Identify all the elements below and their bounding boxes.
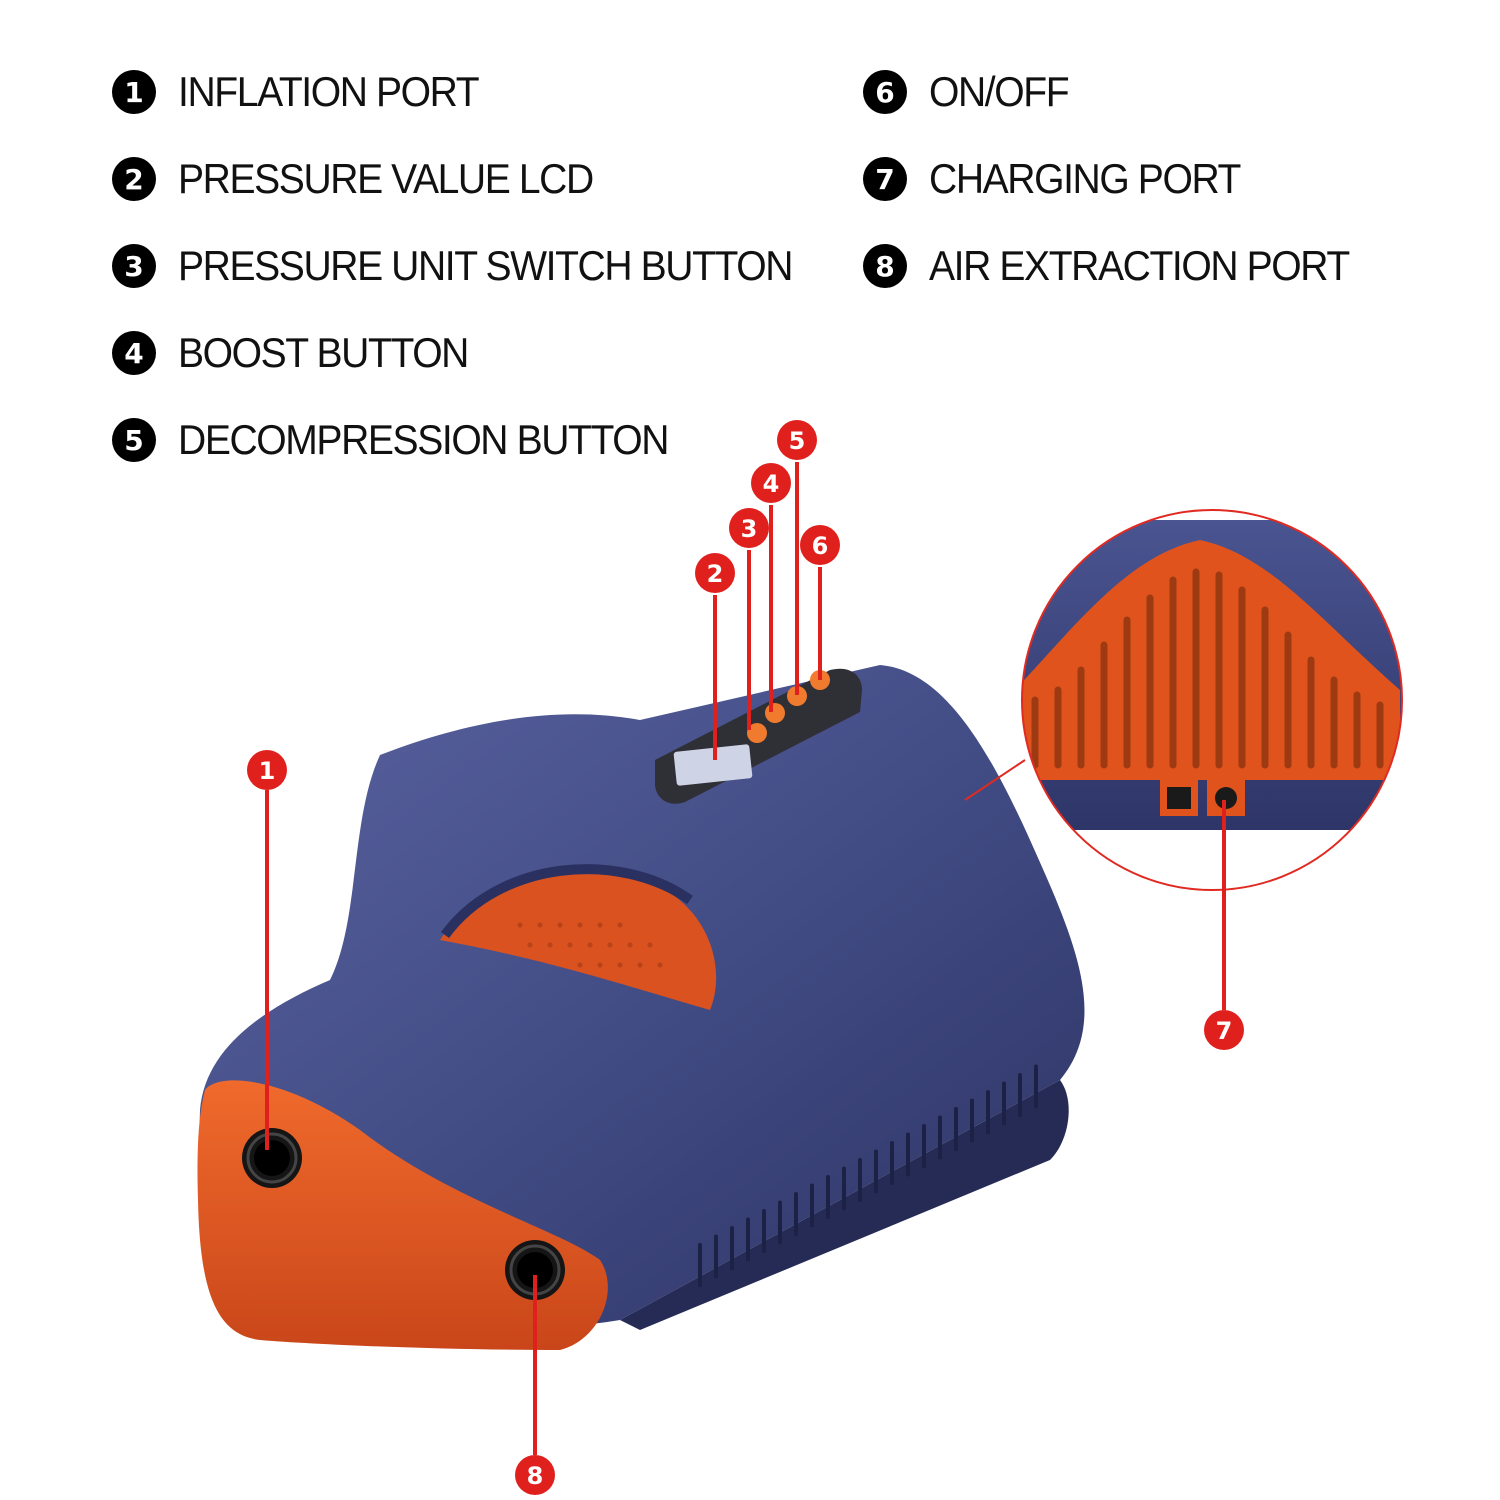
legend-item-decompression: 5 DECOMPRESSION BUTTON: [112, 416, 705, 464]
legend-item-air-extraction: 8 AIR EXTRACTION PORT: [863, 242, 1380, 290]
svg-text:1: 1: [259, 757, 276, 785]
callout-marker-5: 5: [777, 420, 817, 460]
boost-button[interactable]: [765, 703, 785, 723]
legend-badge-1: 1: [112, 70, 156, 114]
legend-item-inflation-port: 1 INFLATION PORT: [112, 68, 501, 116]
legend-label-decompression: DECOMPRESSION BUTTON: [178, 416, 669, 463]
legend-badge-2: 2: [112, 157, 156, 201]
legend-item-on-off: 6 ON/OFF: [863, 68, 1079, 116]
side-vents: [698, 1064, 1038, 1287]
legend-badge-3: 3: [112, 244, 156, 288]
svg-text:2: 2: [707, 560, 724, 588]
svg-text:4: 4: [763, 470, 780, 498]
callout-marker-2: 2: [695, 553, 735, 593]
svg-text:8: 8: [527, 1462, 544, 1490]
air-extraction-port[interactable]: [505, 1240, 565, 1300]
handle-recess: [440, 864, 717, 1010]
callout-marker-6: 6: [800, 525, 840, 565]
callout-marker-7: 7: [1204, 1010, 1244, 1050]
unit-switch-button[interactable]: [747, 723, 767, 743]
legend-item-boost: 4 BOOST BUTTON: [112, 329, 490, 377]
svg-text:7: 7: [1216, 1017, 1233, 1045]
callout-marker-8: 8: [515, 1455, 555, 1495]
legend-item-charging-port: 7 CHARGING PORT: [863, 155, 1263, 203]
legend-badge-4: 4: [112, 331, 156, 375]
legend-label-inflation-port: INFLATION PORT: [178, 68, 480, 115]
legend-label-pressure-lcd: PRESSURE VALUE LCD: [178, 155, 594, 202]
callout-lines: [265, 462, 1226, 1455]
legend-label-air-extraction: AIR EXTRACTION PORT: [929, 242, 1350, 289]
lcd-display: [673, 744, 753, 786]
front-face: [197, 1080, 608, 1350]
callout-marker-4: 4: [751, 463, 791, 503]
legend-label-boost: BOOST BUTTON: [178, 329, 469, 376]
legend-item-unit-switch: 3 PRESSURE UNIT SWITCH BUTTON: [112, 242, 838, 290]
legend-label-charging-port: CHARGING PORT: [929, 155, 1241, 202]
legend-badge-5: 5: [112, 418, 156, 462]
callout-marker-1: 1: [247, 750, 287, 790]
decompression-button[interactable]: [787, 686, 807, 706]
legend-label-unit-switch: PRESSURE UNIT SWITCH BUTTON: [178, 242, 794, 289]
legend-badge-6: 6: [863, 70, 907, 114]
legend-item-pressure-lcd: 2 PRESSURE VALUE LCD: [112, 155, 624, 203]
zoom-detail: [964, 509, 1403, 891]
callout-marker-3: 3: [729, 508, 769, 548]
feature-legend: 1 INFLATION PORT 2 PRESSURE VALUE LCD 3 …: [0, 0, 1500, 470]
legend-badge-8: 8: [863, 244, 907, 288]
inflation-port[interactable]: [242, 1128, 302, 1188]
svg-text:6: 6: [812, 532, 829, 560]
legend-badge-7: 7: [863, 157, 907, 201]
svg-text:5: 5: [789, 427, 806, 455]
legend-label-on-off: ON/OFF: [929, 68, 1070, 115]
svg-text:3: 3: [741, 515, 758, 543]
